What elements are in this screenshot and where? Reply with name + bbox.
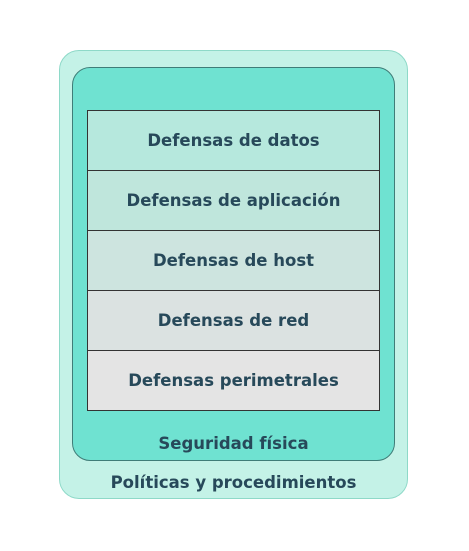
layer-application-defenses: Defensas de aplicación bbox=[88, 171, 379, 231]
layer-perimeter-defenses: Defensas perimetrales bbox=[88, 351, 379, 410]
layer-data-defenses: Defensas de datos bbox=[88, 111, 379, 171]
layer-network-defenses: Defensas de red bbox=[88, 291, 379, 351]
layer-host-defenses: Defensas de host bbox=[88, 231, 379, 291]
policies-procedures-label: Políticas y procedimientos bbox=[110, 473, 357, 492]
defense-layers-stack: Defensas de datos Defensas de aplicación… bbox=[87, 110, 380, 411]
physical-security-label: Seguridad física bbox=[158, 434, 309, 453]
